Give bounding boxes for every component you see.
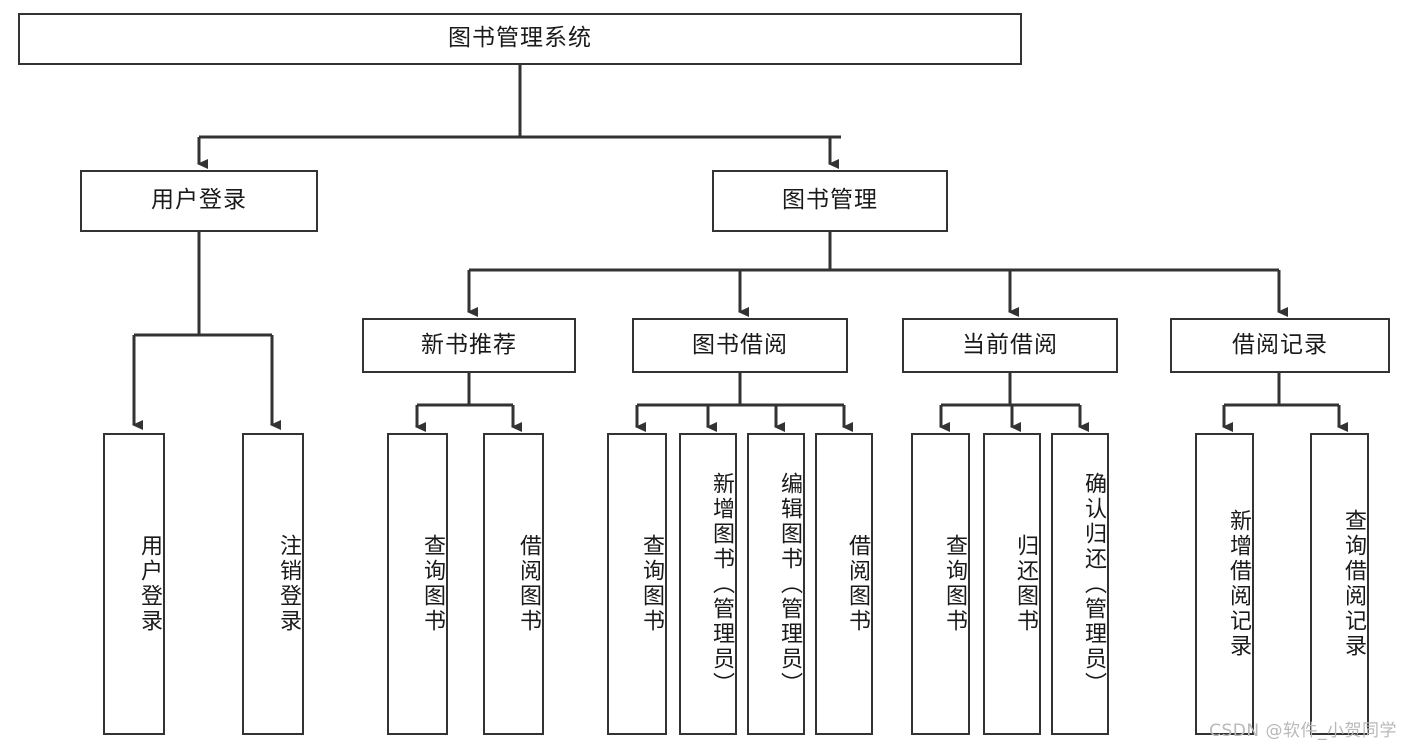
node-label: 查询图书 xyxy=(639,534,664,634)
node-leaf-borrow-book-1[interactable]: 借阅图书 xyxy=(483,433,544,735)
node-label: 查询图书 xyxy=(942,534,967,634)
node-leaf-user-login[interactable]: 用户登录 xyxy=(103,433,165,735)
node-root-system[interactable]: 图书管理系统 xyxy=(18,13,1022,65)
node-borrow-record[interactable]: 借阅记录 xyxy=(1170,318,1390,373)
node-label: 新增图书（管理员） xyxy=(709,471,734,697)
node-label: 借阅图书 xyxy=(516,534,541,634)
node-leaf-query-book-3[interactable]: 查询图书 xyxy=(911,433,970,735)
node-leaf-borrow-book-2[interactable]: 借阅图书 xyxy=(815,433,873,735)
node-new-book-recommend[interactable]: 新书推荐 xyxy=(362,318,576,373)
node-label: 确认归还（管理员） xyxy=(1081,471,1106,697)
node-label: 图书借阅 xyxy=(692,331,788,358)
node-label: 查询图书 xyxy=(420,534,445,634)
node-book-management[interactable]: 图书管理 xyxy=(712,170,948,232)
node-leaf-edit-book[interactable]: 编辑图书（管理员） xyxy=(747,433,805,735)
node-leaf-confirm-return[interactable]: 确认归还（管理员） xyxy=(1051,433,1109,735)
node-label: 注销登录 xyxy=(276,534,301,634)
node-leaf-query-borrow-record[interactable]: 查询借阅记录 xyxy=(1310,433,1369,735)
node-label: 查询借阅记录 xyxy=(1341,509,1366,659)
node-label: 借阅图书 xyxy=(845,534,870,634)
node-label: 图书管理系统 xyxy=(448,25,592,52)
node-label: 用户登录 xyxy=(137,534,162,634)
node-label: 当前借阅 xyxy=(962,331,1058,358)
node-user-login[interactable]: 用户登录 xyxy=(80,170,318,232)
node-label: 用户登录 xyxy=(151,187,247,214)
node-current-borrow[interactable]: 当前借阅 xyxy=(902,318,1118,373)
node-label: 编辑图书（管理员） xyxy=(777,471,802,697)
node-label: 新书推荐 xyxy=(421,331,517,358)
node-label: 图书管理 xyxy=(782,187,878,214)
node-label: 借阅记录 xyxy=(1232,331,1328,358)
node-book-borrow[interactable]: 图书借阅 xyxy=(632,318,848,373)
node-leaf-return-book[interactable]: 归还图书 xyxy=(983,433,1041,735)
node-leaf-add-borrow-record[interactable]: 新增借阅记录 xyxy=(1195,433,1254,735)
node-label: 新增借阅记录 xyxy=(1226,509,1251,659)
node-leaf-logout-login[interactable]: 注销登录 xyxy=(242,433,304,735)
node-leaf-add-book[interactable]: 新增图书（管理员） xyxy=(679,433,737,735)
csdn-watermark: CSDN @软件_小贺同学 xyxy=(1209,721,1397,741)
node-leaf-query-book-2[interactable]: 查询图书 xyxy=(607,433,667,735)
node-label: 归还图书 xyxy=(1013,534,1038,634)
node-leaf-query-book-1[interactable]: 查询图书 xyxy=(387,433,448,735)
